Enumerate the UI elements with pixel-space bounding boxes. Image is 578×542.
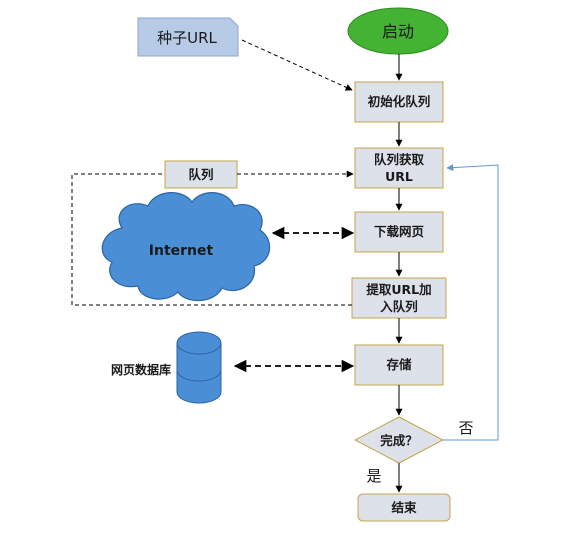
done-label: 完成？ <box>380 433 418 448</box>
init-queue-label: 初始化队列 <box>368 94 431 109</box>
arrow-seed-to-init <box>241 39 353 91</box>
start-label: 启动 <box>382 22 414 41</box>
store-label: 存储 <box>385 357 412 372</box>
get-url-label-1: 队列获取 <box>374 152 425 167</box>
internet-label: Internet <box>149 243 214 259</box>
internet-cloud: Internet <box>101 192 271 302</box>
yes-label: 是 <box>366 467 381 485</box>
store-node: 存储 <box>354 344 444 386</box>
done-decision: 完成？ <box>353 416 445 464</box>
extract-url-label-2: 入队列 <box>380 299 418 314</box>
download-node: 下载网页 <box>354 211 444 253</box>
queue-node: 队列 <box>164 160 238 189</box>
arrow-no-loop-back <box>443 164 499 441</box>
end-node: 结束 <box>357 493 451 522</box>
get-url-node: 队列获取 URL <box>354 147 444 189</box>
seed-url-node: 种子URL <box>137 17 239 57</box>
database-icon <box>176 331 222 404</box>
no-label: 否 <box>458 419 473 437</box>
start-node: 启动 <box>347 7 449 55</box>
get-url-label-2: URL <box>385 169 413 184</box>
init-queue-node: 初始化队列 <box>354 81 444 123</box>
database-label: 网页数据库 <box>111 362 171 377</box>
extract-url-label-1: 提取URL加 <box>366 282 431 297</box>
end-label: 结束 <box>391 500 417 515</box>
dashed-loop-extract-to-queue <box>71 173 352 306</box>
seed-url-label: 种子URL <box>157 29 217 47</box>
download-label: 下载网页 <box>374 224 424 239</box>
extract-url-node: 提取URL加 入队列 <box>351 277 447 319</box>
queue-label: 队列 <box>188 167 213 182</box>
